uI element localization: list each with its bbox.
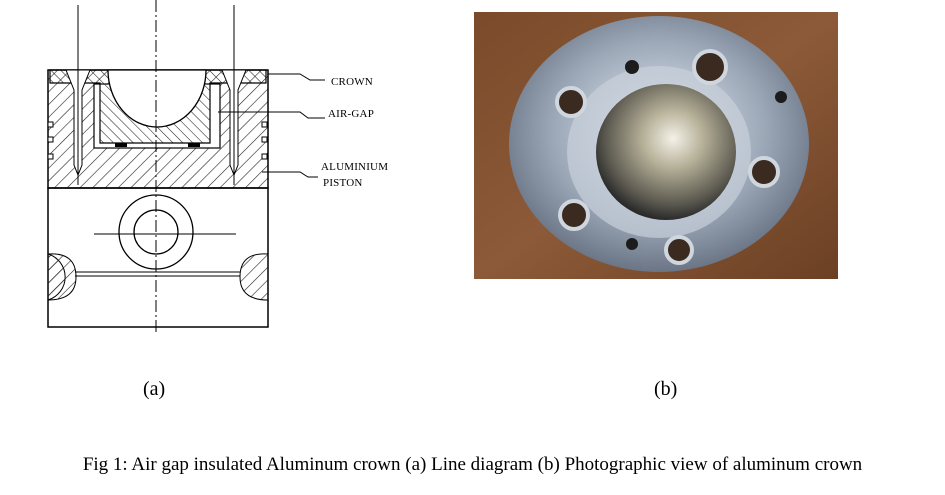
piston-line-diagram bbox=[47, 0, 325, 335]
subfigure-label-b: (b) bbox=[654, 378, 678, 400]
label-piston: PISTON bbox=[323, 177, 363, 189]
figure-caption: Fig 1: Air gap insulated Aluminum crown … bbox=[82, 454, 863, 475]
label-air-gap: AIR-GAP bbox=[328, 108, 375, 120]
crown-photograph bbox=[474, 12, 838, 279]
subfigure-label-a: (a) bbox=[143, 378, 166, 400]
label-aluminium: ALUMINIUM bbox=[321, 161, 389, 173]
label-crown: CROWN bbox=[331, 76, 373, 88]
